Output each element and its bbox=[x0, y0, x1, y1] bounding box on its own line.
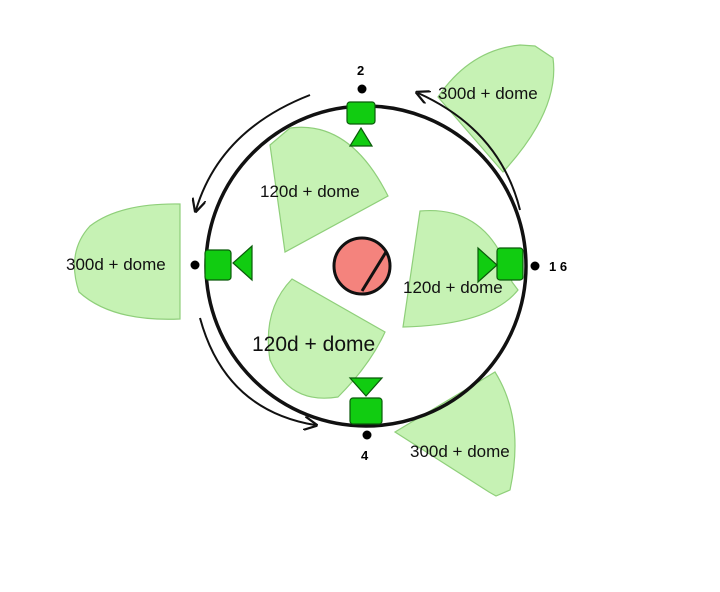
direction-arrow-top-right bbox=[418, 93, 521, 211]
zone-left bbox=[73, 203, 181, 320]
camera-icon[interactable] bbox=[204, 244, 253, 282]
zone-inner-top bbox=[269, 126, 389, 253]
zone-inner-right bbox=[402, 209, 519, 328]
marker-label-bottom: 4 bbox=[361, 448, 369, 463]
zone-label-inner-bottom: 120d + dome bbox=[252, 333, 375, 356]
marker-dot-top bbox=[357, 84, 367, 94]
zone-label-inner-top: 120d + dome bbox=[260, 182, 360, 201]
zone-label-inner-right: 120d + dome bbox=[403, 278, 503, 297]
zone-label-left: 300d + dome bbox=[66, 255, 166, 274]
camera-icon[interactable] bbox=[346, 101, 376, 147]
marker-label-top: 2 bbox=[357, 63, 364, 78]
marker-label-right: 1 6 bbox=[549, 259, 567, 274]
zone-inner-bottom bbox=[267, 278, 386, 399]
zone-bottom-right bbox=[393, 371, 516, 497]
no-entry-icon bbox=[332, 236, 392, 296]
zone-top-right bbox=[437, 44, 555, 173]
zone-label-bottom-right: 300d + dome bbox=[410, 442, 510, 461]
camera-icon[interactable] bbox=[477, 246, 524, 284]
marker-dot-bottom bbox=[362, 430, 372, 440]
direction-arrow-bottom-left bbox=[199, 317, 315, 425]
direction-arrow-top-left bbox=[196, 94, 311, 210]
camera-icon[interactable] bbox=[348, 377, 384, 425]
zone-label-top-right: 300d + dome bbox=[438, 84, 538, 103]
marker-dot-left bbox=[190, 260, 200, 270]
marker-dot-right bbox=[530, 261, 540, 271]
